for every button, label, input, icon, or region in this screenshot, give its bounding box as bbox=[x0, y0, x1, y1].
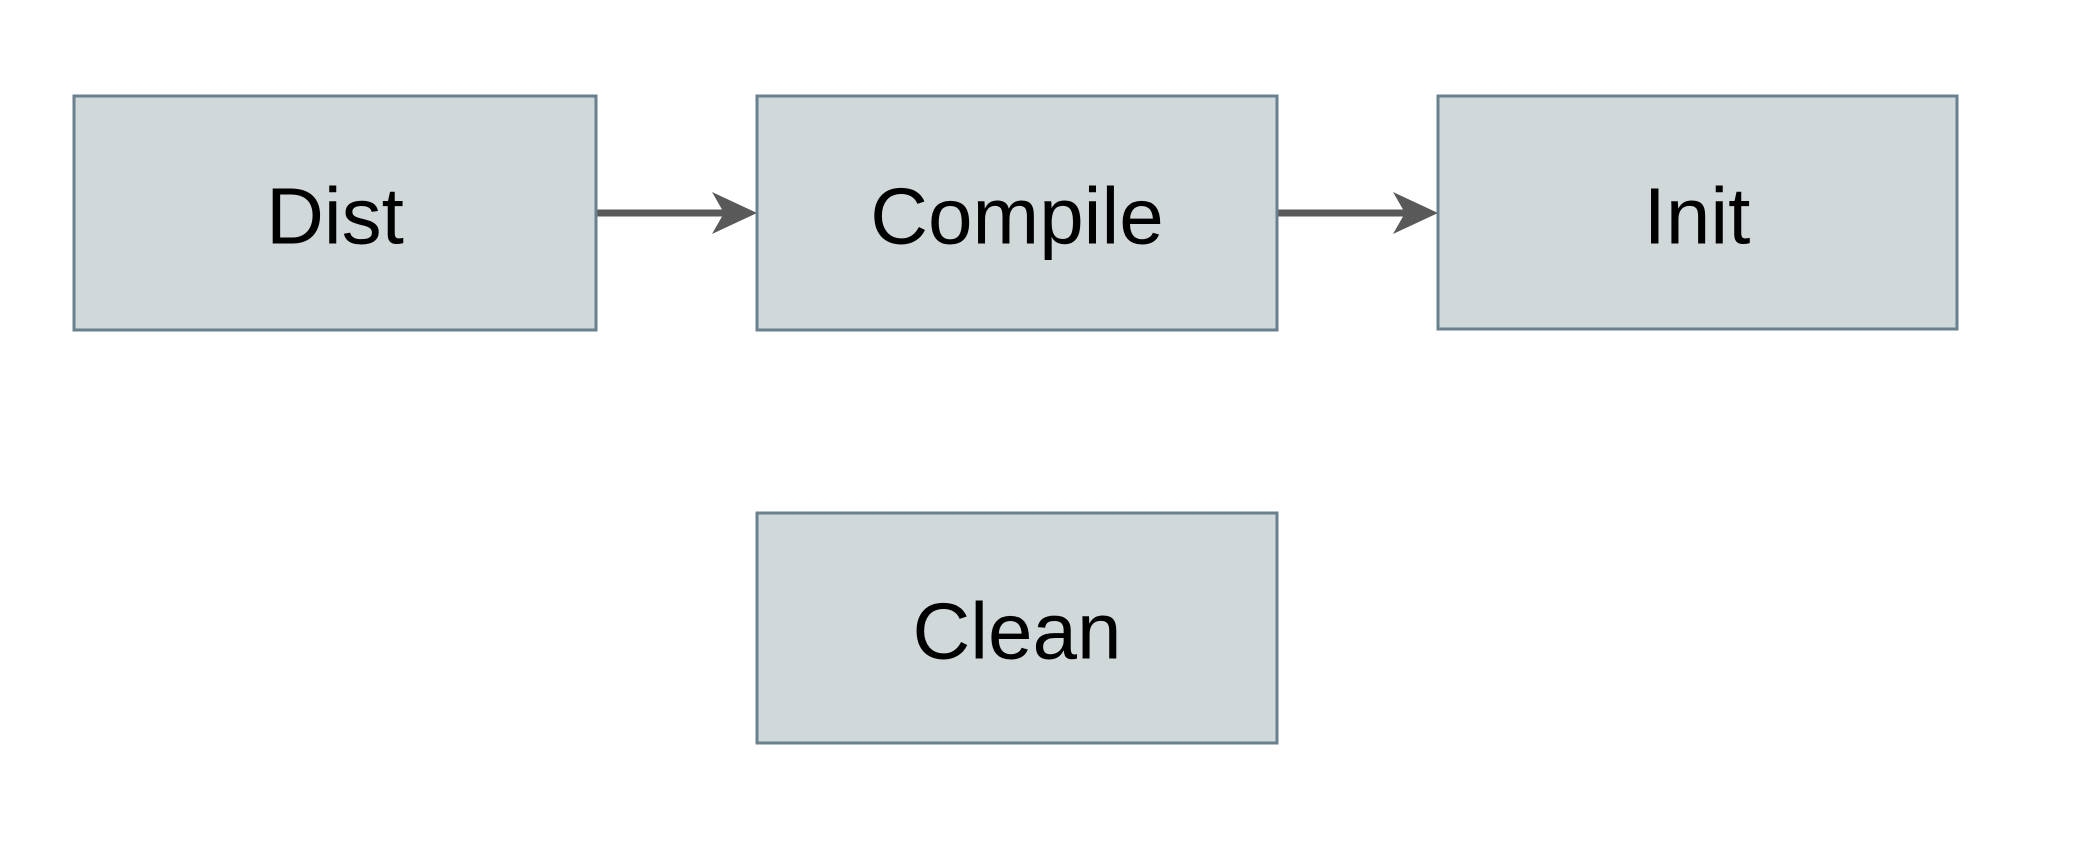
node-compile-label: Compile bbox=[870, 172, 1163, 261]
node-compile-box bbox=[755, 94, 1279, 332]
node-init-label: Init bbox=[1644, 172, 1751, 261]
node-compile: Compile bbox=[755, 94, 1279, 332]
node-init: Init bbox=[1436, 94, 1959, 331]
node-clean-box bbox=[755, 511, 1279, 745]
node-dist-label: Dist bbox=[266, 172, 404, 261]
edge-compile-to-init bbox=[1277, 192, 1438, 234]
edge-dist-to-compile bbox=[597, 192, 757, 234]
node-dist-box bbox=[72, 94, 598, 332]
node-dist: Dist bbox=[72, 94, 598, 332]
node-init-box bbox=[1436, 94, 1959, 331]
edge-dist-to-compile-arrowhead bbox=[712, 192, 757, 234]
node-clean-label: Clean bbox=[912, 587, 1121, 676]
edge-compile-to-init-arrowhead bbox=[1393, 192, 1438, 234]
node-clean: Clean bbox=[755, 511, 1279, 745]
